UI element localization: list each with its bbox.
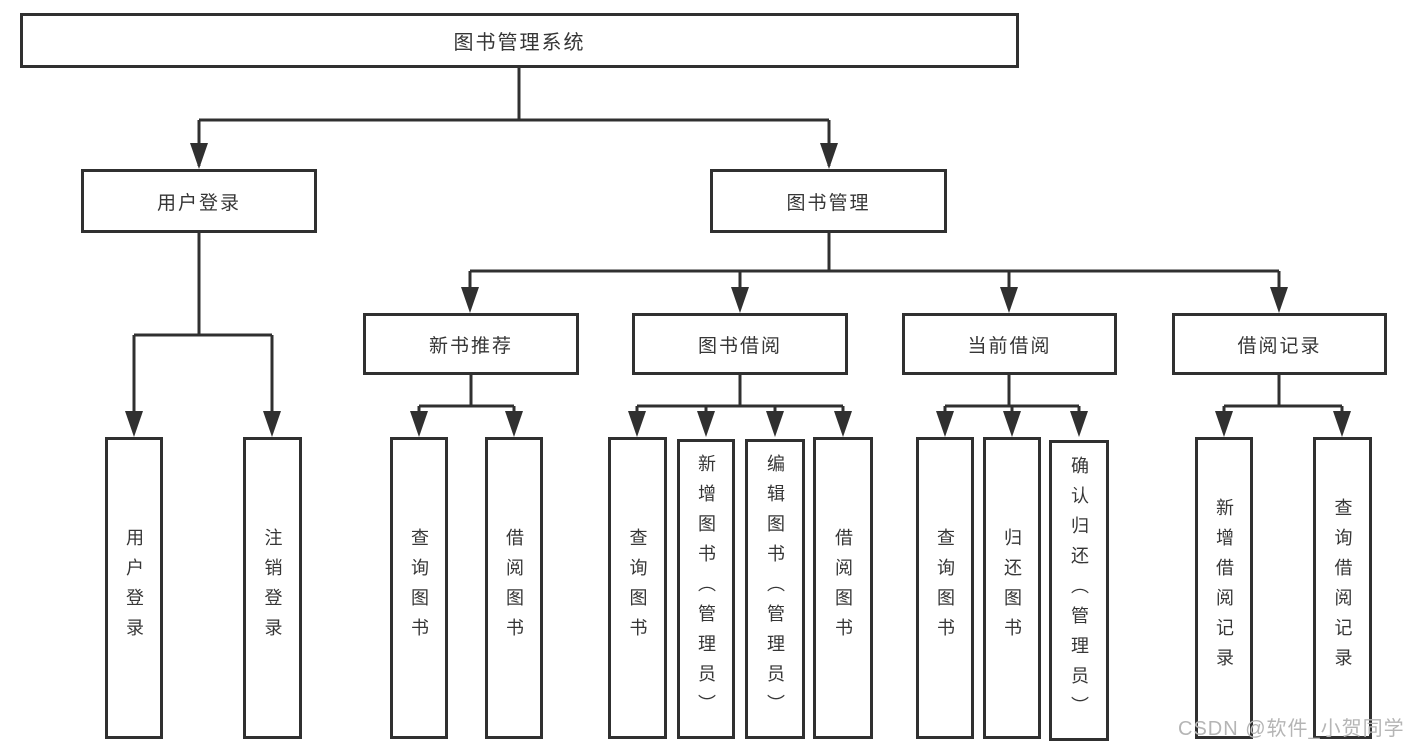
arrow-down-icon (834, 411, 852, 437)
arrow-down-icon (1333, 411, 1351, 437)
node-book-borrow: 图书借阅 (632, 313, 848, 375)
node-label: 图书管理系统 (453, 32, 586, 54)
arrow-down-icon (1070, 411, 1088, 437)
node-user-login: 用户登录 (81, 169, 317, 233)
arrow-down-icon (1003, 411, 1021, 437)
connector-book-management-children (461, 233, 1288, 313)
connector-user-login-children (125, 233, 281, 437)
arrow-down-icon (820, 143, 838, 169)
node-borrow-books-recommend: 借阅图书 (485, 437, 543, 739)
node-label: 用户登录 (156, 192, 241, 214)
arrow-down-icon (1215, 411, 1233, 437)
node-label: 新书推荐 (428, 335, 513, 357)
node-query-books-borrow: 查询图书 (608, 437, 667, 739)
arrow-down-icon (505, 411, 523, 437)
node-query-books-recommend: 查询图书 (390, 437, 448, 739)
arrow-down-icon (766, 411, 784, 437)
arrow-down-icon (936, 411, 954, 437)
arrow-down-icon (731, 287, 749, 313)
node-label: 查询图书 (627, 528, 648, 648)
arrow-down-icon (1000, 287, 1018, 313)
node-query-borrow-record: 查询借阅记录 (1313, 437, 1372, 739)
arrow-down-icon (461, 287, 479, 313)
node-add-borrow-record: 新增借阅记录 (1195, 437, 1253, 739)
arrow-down-icon (410, 411, 428, 437)
node-borrow-records: 借阅记录 (1172, 313, 1387, 375)
node-label: 查询图书 (409, 528, 429, 648)
node-label: 确认归还（管理员） (1069, 455, 1089, 726)
node-label: 当前借阅 (967, 335, 1052, 357)
arrow-down-icon (263, 411, 281, 437)
arrow-down-icon (190, 143, 208, 169)
node-library-system: 图书管理系统 (20, 13, 1019, 68)
node-add-books-admin: 新增图书（管理员） (677, 439, 735, 739)
arrow-down-icon (125, 411, 143, 437)
node-label: 新增借阅记录 (1214, 498, 1234, 678)
node-book-management: 图书管理 (710, 169, 947, 233)
connector-root-to-level2 (190, 68, 838, 169)
connector-borrow-record-children (1215, 375, 1351, 437)
csdn-watermark: CSDN @软件_小贺同学 (1178, 718, 1405, 740)
node-confirm-return-admin: 确认归还（管理员） (1049, 440, 1109, 741)
node-query-books-current: 查询图书 (916, 437, 974, 739)
arrow-down-icon (628, 411, 646, 437)
connector-new-book-children (410, 375, 523, 437)
node-label: 新增图书（管理员） (696, 454, 716, 724)
node-return-books: 归还图书 (983, 437, 1041, 739)
connector-book-borrow-children (628, 375, 852, 437)
node-new-book-recommend: 新书推荐 (363, 313, 579, 375)
node-label: 归还图书 (1002, 528, 1022, 648)
node-label: 借阅图书 (833, 528, 853, 648)
node-label: 图书管理 (786, 192, 871, 214)
node-logout-leaf: 注销登录 (243, 437, 302, 739)
node-current-borrow: 当前借阅 (902, 313, 1117, 375)
node-label: 编辑图书（管理员） (765, 454, 785, 724)
node-label: 查询图书 (935, 528, 955, 648)
node-edit-books-admin: 编辑图书（管理员） (745, 439, 805, 739)
node-label: 注销登录 (262, 528, 283, 648)
arrow-down-icon (697, 411, 715, 437)
node-user-login-leaf: 用户登录 (105, 437, 163, 739)
arrow-down-icon (1270, 287, 1288, 313)
node-label: 借阅图书 (504, 528, 524, 648)
node-label: 图书借阅 (697, 335, 782, 357)
node-borrow-books-leaf: 借阅图书 (813, 437, 873, 739)
node-label: 用户登录 (124, 528, 144, 648)
node-label: 查询借阅记录 (1332, 498, 1353, 678)
node-label: 借阅记录 (1237, 335, 1322, 357)
connector-current-borrow-children (936, 375, 1088, 437)
